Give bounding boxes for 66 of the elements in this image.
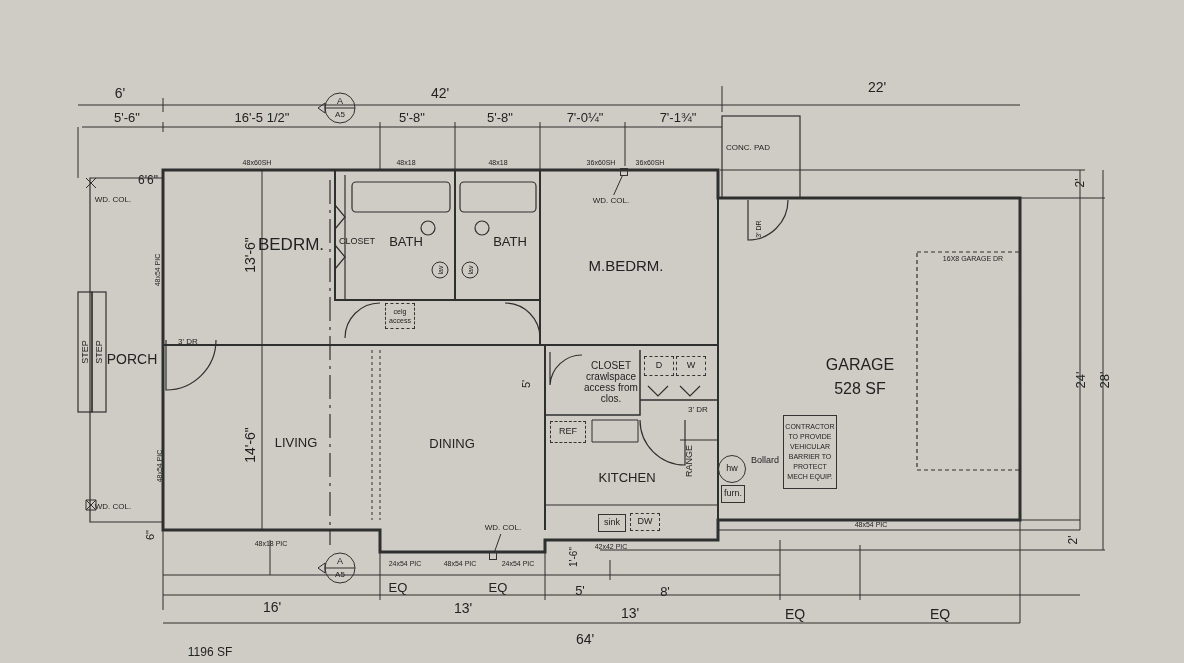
plan-annotation: 5' [575, 583, 585, 597]
fixture-box: REF [550, 421, 586, 443]
plan-annotation: 5'-8" [487, 110, 513, 124]
plan-annotation: STEP [94, 340, 104, 364]
room-label: RANGE [681, 444, 699, 478]
plan-annotation: 6" [144, 530, 156, 540]
plan-annotation: 13' [620, 606, 640, 620]
plan-annotation: 13'-6" [243, 237, 257, 273]
plan-annotation: 3' DR [178, 338, 198, 346]
plan-annotation: 13' [453, 601, 473, 615]
plan-annotation: EQ [784, 607, 806, 621]
room-label: BATH [388, 232, 424, 252]
room-label: M.BEDRM. [580, 255, 672, 277]
room-label: BATH [492, 232, 528, 252]
plan-annotation: 14'-6" [243, 427, 257, 463]
plan-annotation: 5'-6" [114, 110, 140, 124]
fixture-box: D [644, 356, 674, 376]
room-label: PORCH [106, 349, 158, 369]
plan-annotation: 5'-8" [399, 110, 425, 124]
plan-annotation: 6'6" [138, 174, 158, 186]
room-label: BEDRM. [255, 233, 327, 257]
room-label: DINING [422, 434, 482, 454]
plan-annotation: 16'-5 1/2" [234, 110, 290, 124]
plan-annotation: 1'-6" [569, 547, 579, 567]
plan-annotation: A5 [335, 111, 345, 119]
room-label: KITCHEN [596, 468, 658, 488]
plan-annotation: EQ [488, 580, 508, 594]
plan-annotation: WD. COL. [94, 503, 132, 511]
plan-annotation: WD. COL. [94, 196, 132, 204]
plan-annotation: 7'-0¼" [566, 110, 604, 124]
column-post [489, 552, 497, 560]
room-label: WD. COL. [478, 522, 528, 534]
plan-annotation: 2' [1074, 178, 1086, 188]
leader-line [613, 175, 623, 196]
room-label: LIVING [268, 433, 324, 453]
plan-annotation: 42' [430, 86, 450, 100]
plan-annotation: 8' [660, 584, 670, 598]
room-label: CONC. PAD [726, 134, 770, 162]
plan-annotation: 2' [1067, 535, 1079, 545]
room-label: CLOSET [340, 235, 374, 249]
plan-annotation: 16' [262, 600, 282, 614]
room-label: CLOSET crawlspace access from clos. [584, 352, 638, 412]
plan-annotation: 3' DR [688, 406, 708, 414]
plan-annotation: 22' [867, 80, 887, 94]
fixture-box: W [676, 356, 706, 376]
fixture-box: sink [598, 514, 626, 532]
plan-annotation: 28' [1097, 371, 1111, 389]
room-label: GARAGE 528 SF [822, 355, 898, 399]
plan-annotation: Bollard [751, 455, 779, 465]
fixture-box: furn. [721, 485, 745, 503]
plan-annotation: A [337, 96, 343, 106]
plan-annotation: 24' [1073, 371, 1087, 389]
plan-annotation: EQ [388, 580, 408, 594]
fixture-box: DW [630, 513, 660, 531]
plan-annotation: 7'-1¾" [659, 110, 697, 124]
plan-annotation: EQ [929, 607, 951, 621]
plan-annotation: STEP [80, 340, 90, 364]
plan-annotation: 6' [114, 86, 126, 100]
plan-annotation: A5 [335, 571, 345, 579]
column-post [620, 168, 628, 176]
plan-annotation: 1196 SF [187, 646, 233, 658]
plan-annotation: 5' [520, 379, 532, 389]
plan-annotation: A [337, 556, 343, 566]
room-label: WD. COL. [588, 195, 634, 207]
plan-annotation: 64' [575, 632, 595, 646]
leader-line [493, 533, 502, 553]
